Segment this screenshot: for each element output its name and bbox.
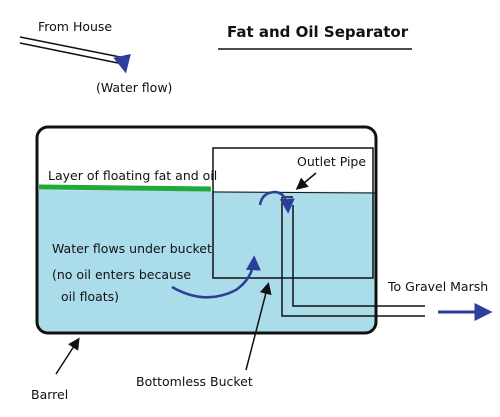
bucket-pointer — [245, 282, 272, 371]
under-bucket-flow-arrow — [171, 255, 261, 299]
barrel-pointer — [55, 337, 80, 375]
water-flows-under-label: Water flows under bucket — [52, 241, 212, 256]
from-house-label: From House — [38, 19, 113, 34]
barrel-water — [37, 190, 376, 333]
outlet-pipe-outer — [281, 197, 425, 317]
bottomless-bucket-label: Bottomless Bucket — [136, 374, 253, 389]
water-surface-line — [212, 191, 377, 194]
barrel-label: Barrel — [31, 387, 69, 402]
barrel — [35, 125, 378, 335]
water-flow-label: (Water flow) — [96, 80, 173, 95]
outlet-pipe-label: Outlet Pipe — [297, 154, 367, 169]
to-gravel-marsh-label: To Gravel Marsh — [388, 279, 489, 294]
no-oil-label-line1: (no oil enters because — [52, 267, 192, 282]
outlet-pipe-inner — [292, 205, 425, 307]
water-flow-arrow — [113, 53, 131, 74]
outlet-pipe-pointer — [295, 172, 317, 190]
inlet-pipe — [19, 36, 121, 64]
outlet-flow-arrow — [258, 190, 295, 214]
fat-layer-label: Layer of floating fat and oil — [48, 168, 218, 183]
fat-oil-layer — [38, 184, 212, 192]
no-oil-label-line2: oil floats) — [61, 289, 120, 304]
page-title: Fat and Oil Separator — [227, 23, 409, 41]
